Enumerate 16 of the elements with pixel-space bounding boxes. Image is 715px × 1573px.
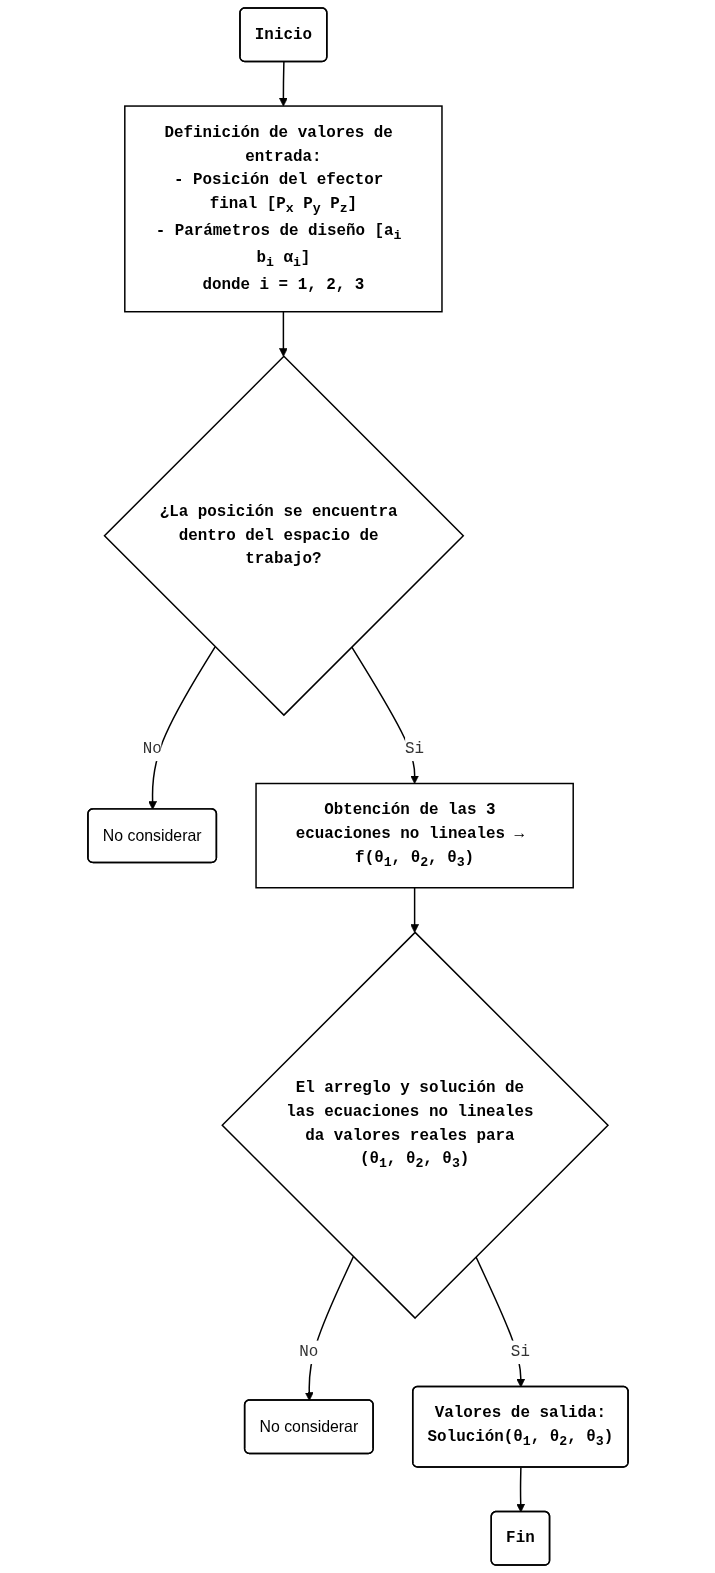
node-diamond: El arreglo y solución de las ecuaciones no lineales da valores reales para (θ$_{1}$, θ$_{2}$, θ$_{3}$) [220,931,609,1320]
arrow [304,1256,354,1401]
arrow [350,646,419,784]
arrow [278,311,288,357]
edge-label: No [142,740,162,759]
edge-label: Si [404,740,424,759]
arrow [409,887,419,933]
node-diamond: ¿La posición se encuentra dentro del espacio de trabajo? [102,355,464,717]
node-box: Obtención de las 3 ecuaciones no lineales → f(θ$_{1}$, θ$_{2}$, θ$_{3}$) [254,782,574,889]
arrow [278,61,288,107]
edge-label: No [298,1343,318,1362]
arrow [515,1466,525,1513]
node-box: Definición de valores de entrada: - Posición del efector final [P$_{x}$ P$_{y}$ P$_{z}$] - Parámetros de diseño [a$_{i}$ b$_{i}$ α$_{i}$] donde i = 1, 2, 3 [123,105,443,313]
arrow [474,1256,525,1388]
arrow [147,646,216,810]
edge-label: Si [510,1343,530,1362]
